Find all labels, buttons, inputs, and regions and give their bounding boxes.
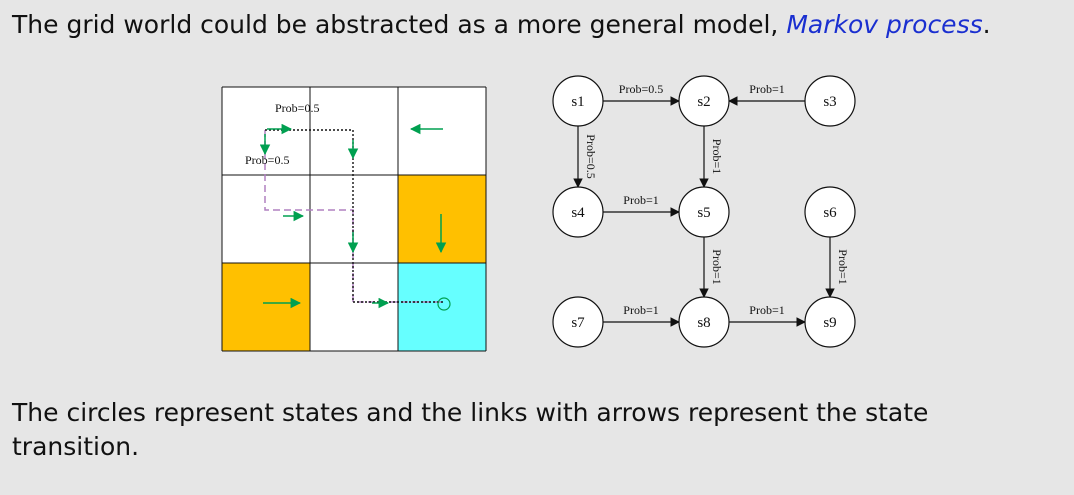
transition-label: Prob=1	[710, 139, 724, 174]
white-cell	[398, 87, 486, 175]
transition-label: Prob=0.5	[584, 134, 598, 178]
state-label: s5	[697, 205, 710, 221]
transition-label: Prob=1	[623, 193, 658, 207]
state-label: s8	[697, 315, 710, 331]
state-node-s8: s8	[678, 296, 730, 348]
state-node-s2: s2	[678, 75, 730, 127]
intro-suffix: .	[982, 10, 991, 39]
state-label: s1	[571, 94, 584, 110]
white-cell	[310, 263, 398, 351]
state-label: s4	[571, 205, 585, 221]
state-circle	[678, 75, 730, 127]
state-node-s3: s3	[804, 75, 856, 127]
grid-world: Prob=0.5 Prob=0.5	[221, 86, 487, 352]
state-circle	[678, 296, 730, 348]
forbidden-cell	[222, 263, 310, 351]
white-cell	[310, 175, 398, 263]
state-nodes: s1 s2 s3 s4 s5 s6 s7 s8 s9	[552, 75, 856, 348]
state-node-s4: s4	[552, 186, 604, 238]
state-circle	[552, 75, 604, 127]
policy-arrows	[259, 123, 451, 311]
state-node-s5: s5	[678, 186, 730, 238]
state-label: s9	[823, 315, 836, 331]
state-label: s2	[697, 94, 710, 110]
state-circle	[552, 186, 604, 238]
state-node-s1: s1	[552, 75, 604, 127]
intro-prefix: The grid world could be abstracted as a …	[12, 10, 787, 39]
grid-lines	[221, 86, 487, 352]
transition-label: Prob=1	[749, 82, 784, 96]
prob-label-top: Prob=0.5	[275, 101, 319, 115]
dotted-path-segment	[265, 129, 444, 303]
prob-label-left: Prob=0.5	[245, 153, 289, 167]
white-cell	[222, 87, 310, 175]
transition-label: Prob=1	[710, 249, 724, 284]
markov-process-term: Markov process	[786, 10, 983, 39]
state-node-s6: s6	[804, 186, 856, 238]
state-node-s9: s9	[804, 296, 856, 348]
state-label: s7	[571, 315, 585, 331]
target-cell	[398, 263, 486, 351]
state-label: s3	[823, 94, 836, 110]
intro-sentence: The grid world could be abstracted as a …	[12, 8, 991, 42]
state-circle	[804, 186, 856, 238]
state-circle	[804, 75, 856, 127]
stay-circle-icon	[437, 297, 451, 311]
white-cell	[222, 175, 310, 263]
white-cell	[310, 87, 398, 175]
transition-label: Prob=0.5	[619, 82, 663, 96]
grid-cells	[222, 87, 486, 351]
state-circle	[804, 296, 856, 348]
transition-label: Prob=1	[749, 303, 784, 317]
transition-label: Prob=1	[836, 249, 850, 284]
forbidden-cell	[398, 175, 486, 263]
transition-label: Prob=1	[623, 303, 658, 317]
state-label: s6	[823, 205, 837, 221]
state-circle	[678, 186, 730, 238]
state-node-s7: s7	[552, 296, 604, 348]
state-circle	[552, 296, 604, 348]
caption-text: The circles represent states and the lin…	[12, 398, 929, 461]
